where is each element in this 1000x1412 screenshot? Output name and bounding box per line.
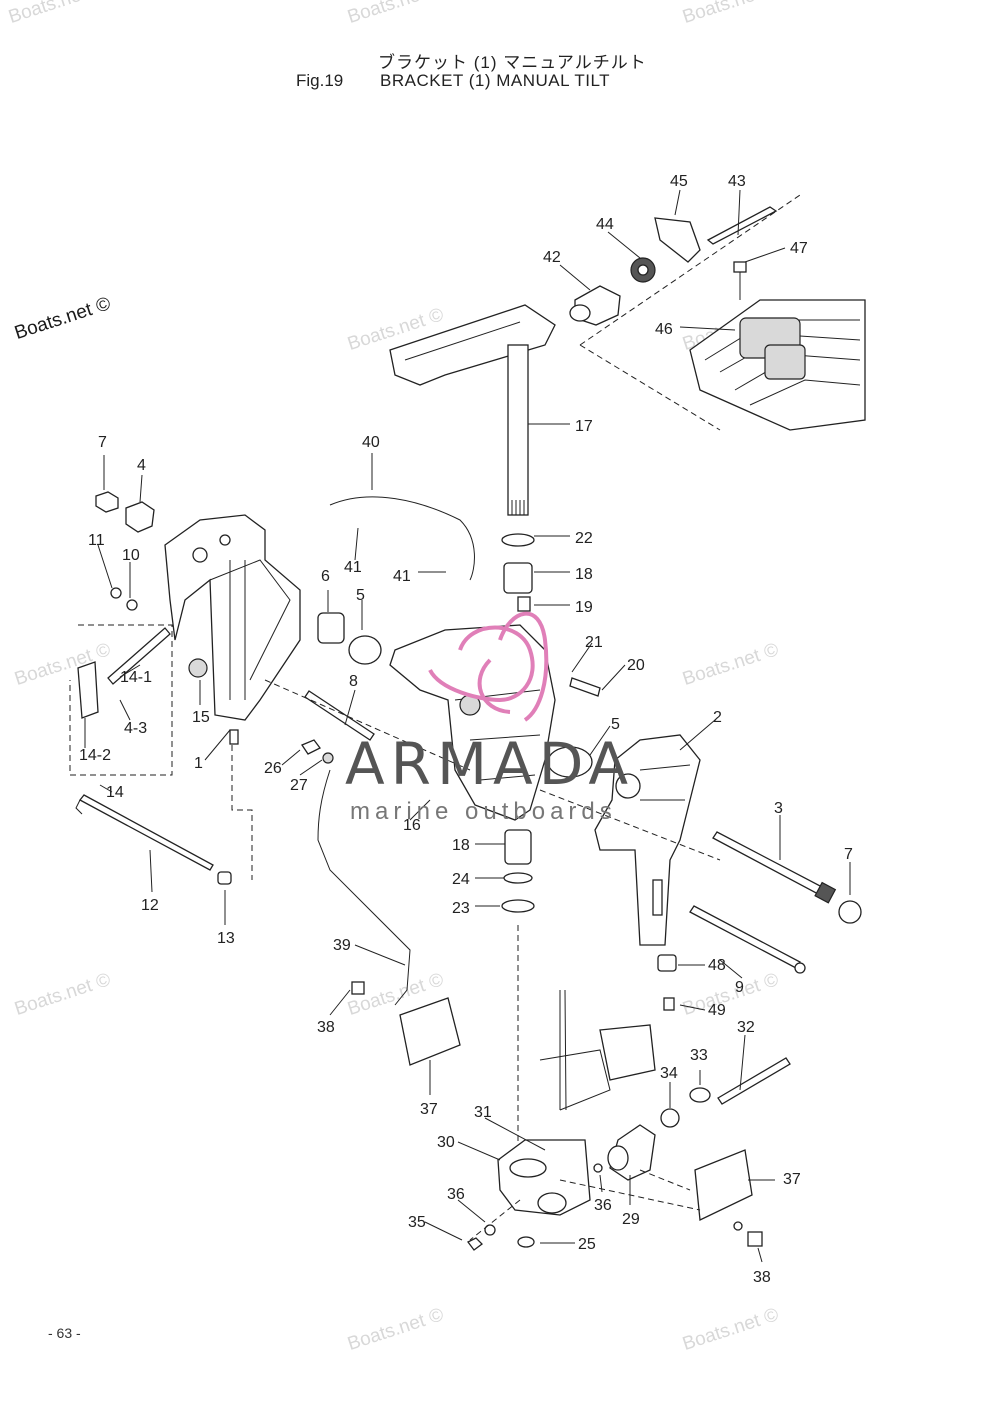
armada-logo-name: ARMADA <box>345 730 635 798</box>
callout-label: 7 <box>844 846 853 863</box>
callout-label: 14-1 <box>120 669 152 686</box>
callout-label: 46 <box>655 321 673 338</box>
callout-label: 18 <box>575 566 593 583</box>
stern-bracket-right-part <box>594 734 701 946</box>
callout-label: 27 <box>290 777 308 794</box>
figure-title-english: BRACKET (1) MANUAL TILT <box>380 71 611 90</box>
engine-base-part <box>689 299 866 431</box>
small-fastener-parts <box>77 491 677 1011</box>
callout-label: 16 <box>403 817 421 834</box>
callout-label: 35 <box>408 1214 426 1231</box>
callout-label: 15 <box>192 709 210 726</box>
callout-label: 32 <box>737 1019 755 1036</box>
callout-label: 29 <box>622 1211 640 1228</box>
callout-label: 25 <box>578 1236 596 1253</box>
callout-label: 43 <box>728 173 746 190</box>
callout-label: 21 <box>585 634 603 651</box>
callout-label: 24 <box>452 871 470 888</box>
figure-number: Fig.19 <box>296 71 344 90</box>
callout-label: 22 <box>575 530 593 547</box>
callout-label: 36 <box>594 1197 612 1214</box>
callout-label: 40 <box>362 434 380 451</box>
callout-label: 5 <box>356 587 365 604</box>
callout-label: 39 <box>333 937 351 954</box>
leader-line <box>579 194 801 346</box>
callout-label: 2 <box>713 709 722 726</box>
callout-label: 36 <box>447 1186 465 1203</box>
lower-mount-parts <box>351 981 791 1251</box>
callout-label: 45 <box>670 173 688 190</box>
callout-leaders <box>84 189 851 1263</box>
armada-logo-mark <box>428 611 549 722</box>
callout-label: 14-2 <box>79 747 111 764</box>
armada-logo-tagline: marine outboards <box>350 798 617 825</box>
callout-label: 42 <box>543 249 561 266</box>
callout-label: 31 <box>474 1104 492 1121</box>
callout-label: 38 <box>317 1019 335 1036</box>
assembly-guide <box>231 679 721 880</box>
steering-arm-part <box>389 304 556 516</box>
callout-label: 10 <box>122 547 140 564</box>
callout-labels: 45 43 44 42 47 46 17 40 7 4 11 10 41 6 5… <box>79 173 853 1286</box>
bushings-and-washers-part <box>317 533 593 1160</box>
callout-label: 3 <box>774 800 783 817</box>
callout-label: 18 <box>452 837 470 854</box>
callout-label: 19 <box>575 599 593 616</box>
callout-label: 26 <box>264 760 282 777</box>
callout-label: 9 <box>735 979 744 996</box>
callout-label: 30 <box>437 1134 455 1151</box>
callout-label: 38 <box>753 1269 771 1286</box>
callout-label: 1 <box>194 755 203 772</box>
callout-label: 8 <box>349 673 358 690</box>
callout-label: 47 <box>790 240 808 257</box>
callout-label: 13 <box>217 930 235 947</box>
callout-label: 49 <box>708 1002 726 1019</box>
callout-label: 11 <box>88 532 105 549</box>
mount-assembly-part <box>569 206 778 326</box>
shafts-and-bolts-part <box>75 690 862 974</box>
stern-bracket-left-part <box>164 514 301 721</box>
callout-label: 41 <box>344 559 362 576</box>
page-number: - 63 - <box>48 1325 81 1341</box>
callout-label: 4 <box>137 457 146 474</box>
callout-label: 41 <box>393 568 411 585</box>
callout-label: 5 <box>611 716 620 733</box>
callout-label: 48 <box>708 957 726 974</box>
leader-line <box>579 344 721 431</box>
callout-label: 37 <box>783 1171 801 1188</box>
callout-label: 44 <box>596 216 614 233</box>
callout-label: 23 <box>452 900 470 917</box>
callout-label: 34 <box>660 1065 678 1082</box>
ground-cable-part <box>317 496 475 1006</box>
callout-label: 7 <box>98 434 107 451</box>
callout-label: 17 <box>575 418 593 435</box>
figure-title-japanese: ブラケット (1) マニュアルチルト <box>378 53 647 72</box>
assembly-guide <box>69 624 173 776</box>
callout-label: 20 <box>627 657 645 674</box>
callout-label: 33 <box>690 1047 708 1064</box>
callout-label: 6 <box>321 568 330 585</box>
callout-label: 37 <box>420 1101 438 1118</box>
callout-label: 12 <box>141 897 159 914</box>
callout-label: 14 <box>106 784 124 801</box>
callout-label: 4-3 <box>124 720 147 737</box>
